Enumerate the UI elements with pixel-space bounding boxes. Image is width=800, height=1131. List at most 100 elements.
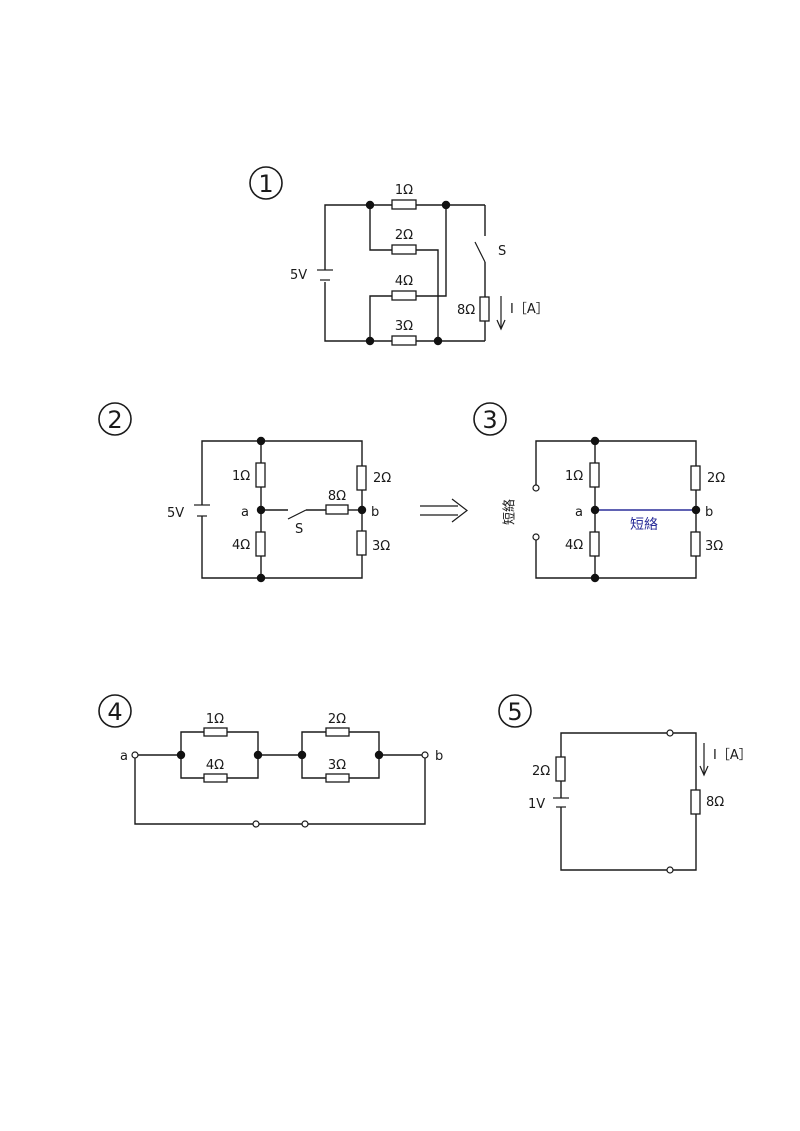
- figure-3-resistor-1ohm: [589, 462, 600, 488]
- figure-1-junction-dot: [433, 336, 443, 346]
- figure-1-resistor-8ohm: [479, 296, 490, 322]
- figure-3-r3-label: 3Ω: [705, 539, 723, 554]
- figure-5-wire-bottom: [560, 807, 667, 871]
- figure-3-r2-label: 2Ω: [707, 471, 725, 486]
- figure-5-current-arrow-head: [699, 765, 709, 777]
- figure-3-r4-label: 4Ω: [565, 538, 583, 553]
- figure-4-wire-3ohm-right: [349, 755, 380, 779]
- figure-2-wire-bottom: [201, 516, 363, 579]
- figure-1-resistor-1ohm: [391, 199, 417, 210]
- figure-4-wire-return-right: [308, 758, 426, 825]
- figure-3-r1-label: 1Ω: [565, 469, 583, 484]
- figure-3-wire-bottom: [535, 540, 697, 579]
- figure-2-number: 2: [107, 406, 122, 434]
- figure-4-wire-2ohm-right: [349, 731, 380, 755]
- figure-4-junction-dot: [297, 750, 307, 760]
- figure-1-r3-label: 3Ω: [395, 319, 413, 334]
- figure-4-junction-dot: [374, 750, 384, 760]
- figure-4-terminal-a: [131, 751, 139, 759]
- figure-1-number: 1: [258, 170, 273, 198]
- figure-4-r3-label: 3Ω: [328, 758, 346, 773]
- figure-3-resistor-3ohm: [690, 531, 701, 557]
- figure-4-resistor-4ohm: [203, 773, 228, 783]
- figure-5-wire-right-bottom: [673, 814, 697, 871]
- figure-4-terminal-b: [421, 751, 429, 759]
- figure-2-resistor-1ohm: [255, 462, 266, 488]
- figure-1-number-circle: [249, 166, 283, 200]
- figure-2-r4-label: 4Ω: [232, 538, 250, 553]
- figure-4-wire-return-left: [134, 758, 253, 825]
- figure-4-junction-dot: [253, 750, 263, 760]
- figure-3-wire-top: [535, 440, 697, 485]
- figure-1: 1 5V 1Ω 2Ω 4Ω 3Ω S 8Ω: [249, 166, 549, 346]
- figure-3-number-circle: [473, 402, 507, 436]
- figure-1-wire-left-top: [324, 204, 370, 270]
- figure-3-terminal-bottom: [532, 533, 540, 541]
- figure-5-number: 5: [507, 698, 522, 726]
- figure-2-r3-label: 3Ω: [372, 539, 390, 554]
- figure-3-junction-dot: [590, 436, 600, 446]
- figure-2-node-b-label: b: [371, 505, 379, 520]
- figure-2-r2-label: 2Ω: [373, 471, 391, 486]
- figure-1-wire-2ohm-right: [416, 249, 439, 341]
- figure-3-node-a-label: a: [575, 505, 583, 520]
- figure-1-r2-label: 2Ω: [395, 228, 413, 243]
- figure-2-node-a-label: a: [241, 505, 249, 520]
- figure-1-r4-label: 4Ω: [395, 274, 413, 289]
- figure-3-short-mid-label: 短絡: [630, 517, 658, 533]
- figure-4-r2-label: 2Ω: [328, 712, 346, 727]
- figure-4-r1-label: 1Ω: [206, 712, 224, 727]
- figure-3-resistor-2ohm: [690, 465, 701, 491]
- figure-2: 2 5V 1Ω 4Ω 2Ω 3Ω 8Ω S a b: [98, 402, 391, 583]
- figure-1-source-label: 5V: [290, 268, 307, 283]
- figure-4-terminal: [301, 820, 309, 828]
- figure-4: 4 1Ω 4Ω 2Ω 3Ω a b: [98, 694, 443, 828]
- figure-4-resistor-2ohm: [325, 727, 350, 737]
- figure-4-wire-1ohm-right: [227, 731, 259, 755]
- figure-4-node-b-label: b: [435, 749, 443, 764]
- figure-2-resistor-3ohm: [356, 530, 367, 556]
- figure-4-resistor-3ohm: [325, 773, 350, 783]
- figure-1-wire-2ohm-left: [369, 205, 392, 251]
- figure-1-r8-label: 8Ω: [457, 303, 475, 318]
- figure-2-r8-label: 8Ω: [328, 489, 346, 504]
- figure-1-resistor-3ohm: [391, 335, 417, 346]
- figure-4-number: 4: [107, 698, 122, 726]
- figure-3-number: 3: [482, 406, 497, 434]
- figure-2-resistor-4ohm: [255, 531, 266, 557]
- figure-2-source-label: 5V: [167, 506, 184, 521]
- figure-3: 3 短絡 1Ω 4Ω 2Ω 3Ω 短絡 a b: [473, 402, 725, 583]
- figure-4-wire-2ohm-left: [301, 731, 326, 755]
- figure-3-node-b-label: b: [705, 505, 713, 520]
- figure-1-wire-4ohm-left: [369, 295, 392, 341]
- figure-1-current-arrow-head: [496, 319, 506, 331]
- double-arrow-head: [451, 498, 468, 523]
- figure-4-resistor-1ohm: [203, 727, 228, 737]
- figure-3-junction-dot: [590, 505, 600, 515]
- figure-3-terminal-top: [532, 484, 540, 492]
- figure-5-current-label: I［A］: [713, 748, 752, 763]
- figure-4-wire-1ohm-left: [180, 731, 204, 755]
- figure-1-junction-dot: [365, 336, 375, 346]
- figure-5: 5 2Ω 1V 8Ω I［A］: [498, 694, 752, 874]
- figure-3-junction-dot: [691, 505, 701, 515]
- figure-1-junction-dot: [441, 200, 451, 210]
- figure-3-resistor-4ohm: [589, 531, 600, 557]
- figure-3-junction-dot: [590, 573, 600, 583]
- figure-1-resistor-2ohm: [391, 244, 417, 255]
- figure-4-wire-4ohm-right: [227, 755, 259, 779]
- figure-5-resistor-8ohm: [690, 789, 701, 815]
- figure-1-r1-label: 1Ω: [395, 183, 413, 198]
- figure-2-junction-dot: [256, 436, 266, 446]
- figure-1-current-label: I［A］: [510, 302, 549, 317]
- figure-5-terminal-top: [666, 729, 674, 737]
- figure-2-switch-label: S: [295, 522, 303, 537]
- figure-2-switch-blade: [287, 509, 307, 520]
- figure-1-junction-dot: [365, 200, 375, 210]
- figure-2-wire-top: [201, 440, 363, 505]
- figure-5-wire-right-top: [673, 732, 697, 790]
- figure-3-short-left-label: 短絡: [502, 499, 518, 525]
- figure-2-number-circle: [98, 402, 132, 436]
- figure-4-junction-dot: [176, 750, 186, 760]
